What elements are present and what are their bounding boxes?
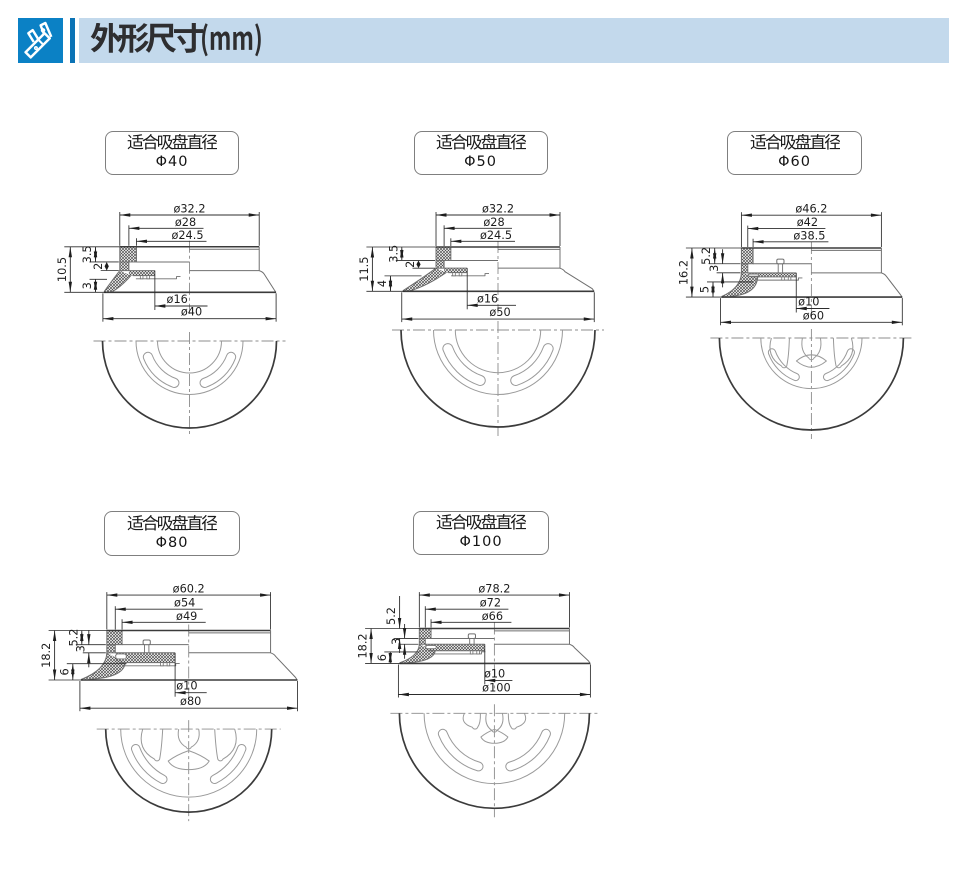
dimension-label: 2 [404,261,417,268]
dimension-label: ø10 [798,296,819,309]
label-box-phi60: Φ60 [727,131,862,175]
dimension-label: 3 [708,265,721,272]
dimension-label: ø49 [176,610,197,623]
dimension-label: ø16 [167,293,188,306]
label-title [127,514,217,531]
bottom-view [93,332,286,437]
bottom-view [710,329,913,439]
dimension-label: 2 [92,263,105,270]
caliper-icon [18,17,63,63]
dimension-label: ø28 [483,216,504,229]
label-title [127,134,217,151]
dimension-label: ø10 [176,680,197,693]
bottom-view [392,321,604,436]
header-banner [78,17,949,63]
section-header [0,0,968,80]
label-diameter: Φ60 [778,154,811,171]
dimension-label: ø100 [482,682,510,695]
label-diameter: Φ50 [464,154,497,171]
label-box-phi80: Φ80 [104,511,240,556]
dimension-label: ø28 [175,216,196,229]
label-title [436,134,526,151]
dimension-label: ø54 [174,597,195,610]
dimension-label: ø32.2 [173,203,205,216]
dimension-label: 6 [58,668,71,675]
dimension-label: 16.2 [677,260,690,285]
label-title [436,514,526,531]
dimension-label: ø16 [477,292,498,305]
label-diameter: Φ80 [155,534,189,551]
dimension-label: 11.5 [358,257,371,282]
header-divider [70,17,76,63]
dimension-label: 3 [390,638,403,645]
dimension-label: 6 [376,654,389,661]
dimension-label: ø42 [797,216,818,229]
dimension-label: 18.2 [357,633,370,658]
dimension-label: 5.2 [67,629,80,647]
dimension-label: ø50 [489,306,510,319]
dimension-label: 3 [74,645,87,652]
dimension-label: 3.5 [387,245,400,263]
label-box-phi100: Φ100 [413,511,549,555]
dimension-label: 3 [81,282,94,289]
dimension-label: 18.2 [40,643,53,668]
bottom-view [390,704,599,818]
label-box-phi40: Φ40 [105,131,239,175]
page-title [90,23,261,57]
dimension-label: 5.2 [385,607,398,625]
dimension-label: ø78.2 [478,583,510,596]
dimension-label: ø60 [803,309,824,322]
dimension-label: 10.5 [56,257,69,282]
dimension-label: 4 [376,280,389,287]
dimension-label: 5 [699,286,712,293]
dimension-label: ø32.2 [482,203,514,216]
label-title [750,134,840,151]
dimension-label: ø38.5 [793,229,825,242]
dimension-label: ø24.5 [171,229,203,242]
label-diameter: Φ40 [155,154,189,171]
dimension-label: ø40 [181,306,202,319]
bottom-view [96,720,281,822]
dimension-label: ø80 [180,695,201,708]
label-diameter: Φ100 [459,534,503,551]
dimension-label: ø72 [480,597,501,610]
dimension-label: 5.2 [700,247,713,265]
dimension-label: ø10 [484,667,505,680]
dimension-label: ø60.2 [173,583,205,596]
label-box-phi50: Φ50 [413,131,548,175]
dimension-label: ø46.2 [795,203,827,216]
dimension-label: ø66 [482,610,503,623]
dimension-label: 3.5 [81,245,94,263]
dimension-label: ø24.5 [480,229,512,242]
